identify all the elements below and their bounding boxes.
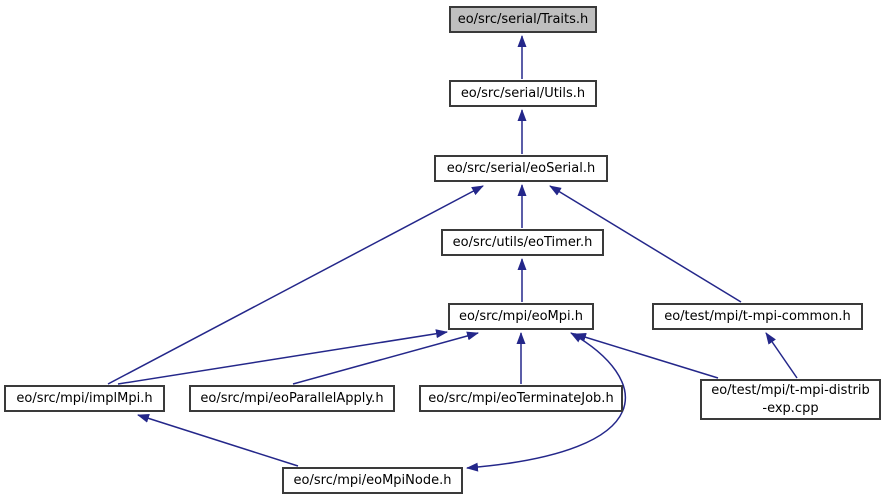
edge-tmpidistribexp-to-eompi <box>574 332 719 379</box>
node-eoparallelapply-h[interactable]: eo/src/mpi/eoParallelApply.h <box>189 385 395 412</box>
node-eoserial-h[interactable]: eo/src/serial/eoSerial.h <box>434 155 608 182</box>
edge-eompinode-to-implmpi <box>137 414 299 467</box>
node-t-mpi-distrib-exp-label-line1: eo/test/mpi/t-mpi-distrib <box>711 382 870 398</box>
node-utils-label: eo/src/serial/Utils.h <box>460 86 586 101</box>
node-implmpi-h[interactable]: eo/src/mpi/implMpi.h <box>4 385 165 412</box>
node-eompinode-label: eo/src/mpi/eoMpiNode.h <box>293 473 452 488</box>
node-t-mpi-common-h[interactable]: eo/test/mpi/t-mpi-common.h <box>652 303 863 330</box>
node-eompi-h[interactable]: eo/src/mpi/eoMpi.h <box>448 303 594 330</box>
node-eotimer-label: eo/src/utils/eoTimer.h <box>452 235 593 250</box>
node-eoterminatejob-label: eo/src/mpi/eoTerminateJob.h <box>428 391 614 406</box>
node-t-mpi-distrib-exp-label-line2: -exp.cpp <box>762 400 819 416</box>
node-traits-label: eo/src/serial/Traits.h <box>457 12 589 27</box>
node-traits-h[interactable]: eo/src/serial/Traits.h <box>449 6 597 33</box>
edge-tmpidistribexp-to-tmpicommon <box>765 332 798 379</box>
node-eompinode-h[interactable]: eo/src/mpi/eoMpiNode.h <box>282 467 463 494</box>
node-implmpi-label: eo/src/mpi/implMpi.h <box>16 391 153 406</box>
edge-implmpi-to-eoserial <box>107 185 484 385</box>
node-eoterminatejob-h[interactable]: eo/src/mpi/eoTerminateJob.h <box>419 385 623 412</box>
edge-implmpi-to-eompi <box>117 329 448 385</box>
edge-eoparallelapply-to-eompi <box>292 331 479 385</box>
node-eoserial-label: eo/src/serial/eoSerial.h <box>446 161 596 176</box>
edge-tmpicommon-to-eoserial <box>549 185 742 303</box>
node-eotimer-h[interactable]: eo/src/utils/eoTimer.h <box>441 229 604 256</box>
node-t-mpi-distrib-exp-cpp[interactable]: eo/test/mpi/t-mpi-distrib -exp.cpp <box>700 379 881 420</box>
node-eompi-label: eo/src/mpi/eoMpi.h <box>458 309 583 324</box>
node-eoparallelapply-label: eo/src/mpi/eoParallelApply.h <box>200 391 384 406</box>
node-t-mpi-common-label: eo/test/mpi/t-mpi-common.h <box>664 309 851 324</box>
node-utils-h[interactable]: eo/src/serial/Utils.h <box>449 80 597 107</box>
